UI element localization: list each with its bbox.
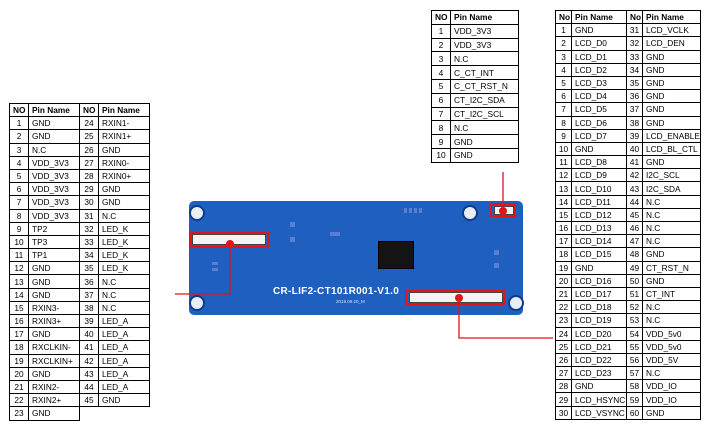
pin-number-cell: 56 xyxy=(626,352,643,368)
pcb-pad xyxy=(404,208,407,213)
pin-name-cell: GND xyxy=(642,75,701,91)
pcb-pad xyxy=(494,263,499,268)
pin-name-cell: RXIN1+ xyxy=(98,129,150,144)
rgb-connector-highlight xyxy=(405,290,505,305)
callout-dot xyxy=(455,294,463,302)
pin-number-cell: 41 xyxy=(626,155,643,170)
pcb-pad xyxy=(494,250,499,255)
pin-name-cell: GND xyxy=(642,89,701,104)
mounting-hole-icon xyxy=(189,295,205,311)
pin-number-cell: 37 xyxy=(626,102,643,117)
table-header-row: No Pin Name No Pin Name xyxy=(555,9,701,25)
pin-number-cell: 34 xyxy=(626,62,643,77)
pin-name-cell: GND xyxy=(28,406,80,421)
pin-number-cell: 36 xyxy=(626,89,643,104)
mounting-hole-icon xyxy=(508,295,524,311)
header-no: No xyxy=(626,9,643,25)
callout-dot xyxy=(499,207,507,215)
pcb-pad xyxy=(419,208,422,213)
pcb-pad xyxy=(290,237,295,242)
pcb-pad xyxy=(212,262,218,265)
pcb-pad xyxy=(290,222,295,227)
pin-number-cell: 33 xyxy=(626,49,643,64)
table-header-row: NO Pin Name NO Pin Name xyxy=(9,102,150,118)
pin-number-cell: 35 xyxy=(626,75,643,91)
pin-name-cell: GND xyxy=(642,62,701,77)
board-date-code: 2019.09.20_M xyxy=(336,299,365,304)
pin-number-cell: 7 xyxy=(555,102,572,117)
pin-name-cell: N.C xyxy=(450,120,519,136)
pin-name-cell: GND xyxy=(642,405,701,420)
pin-number-cell: 46 xyxy=(626,220,643,236)
callout-line-rgb xyxy=(458,298,553,339)
pin-number-cell: 45 xyxy=(79,393,99,408)
pin-number-cell: 23 xyxy=(9,406,29,421)
pin-name-cell: LCD_D2 xyxy=(571,62,627,77)
pcb-pad xyxy=(414,208,417,213)
callout-dot xyxy=(226,240,234,248)
pcb-pad xyxy=(330,232,340,236)
header-no: NO xyxy=(9,102,29,118)
lvds-receiver-chip xyxy=(378,241,414,269)
pin-name-cell: GND xyxy=(450,147,519,163)
pin-name-cell: LCD_D5 xyxy=(571,102,627,117)
callout-line-lvds xyxy=(175,244,231,295)
board-part-number: CR-LIF2-CT101R001-V1.0 xyxy=(273,286,400,297)
pin-number-cell: 44 xyxy=(626,194,643,209)
pin-name-cell: GND xyxy=(642,102,701,117)
mounting-hole-icon xyxy=(189,205,205,221)
pin-name-cell: GND xyxy=(98,393,150,408)
pin-number-cell: 60 xyxy=(626,405,643,420)
header-pin-name: Pin Name xyxy=(98,102,150,118)
pin-name-cell: GND xyxy=(642,273,701,288)
mounting-hole-icon xyxy=(462,205,478,221)
pin-name-cell: N.C xyxy=(98,300,150,316)
pcb-pad xyxy=(212,268,218,271)
pcb-pad xyxy=(409,208,412,213)
pin-number-cell: 5 xyxy=(555,75,572,91)
